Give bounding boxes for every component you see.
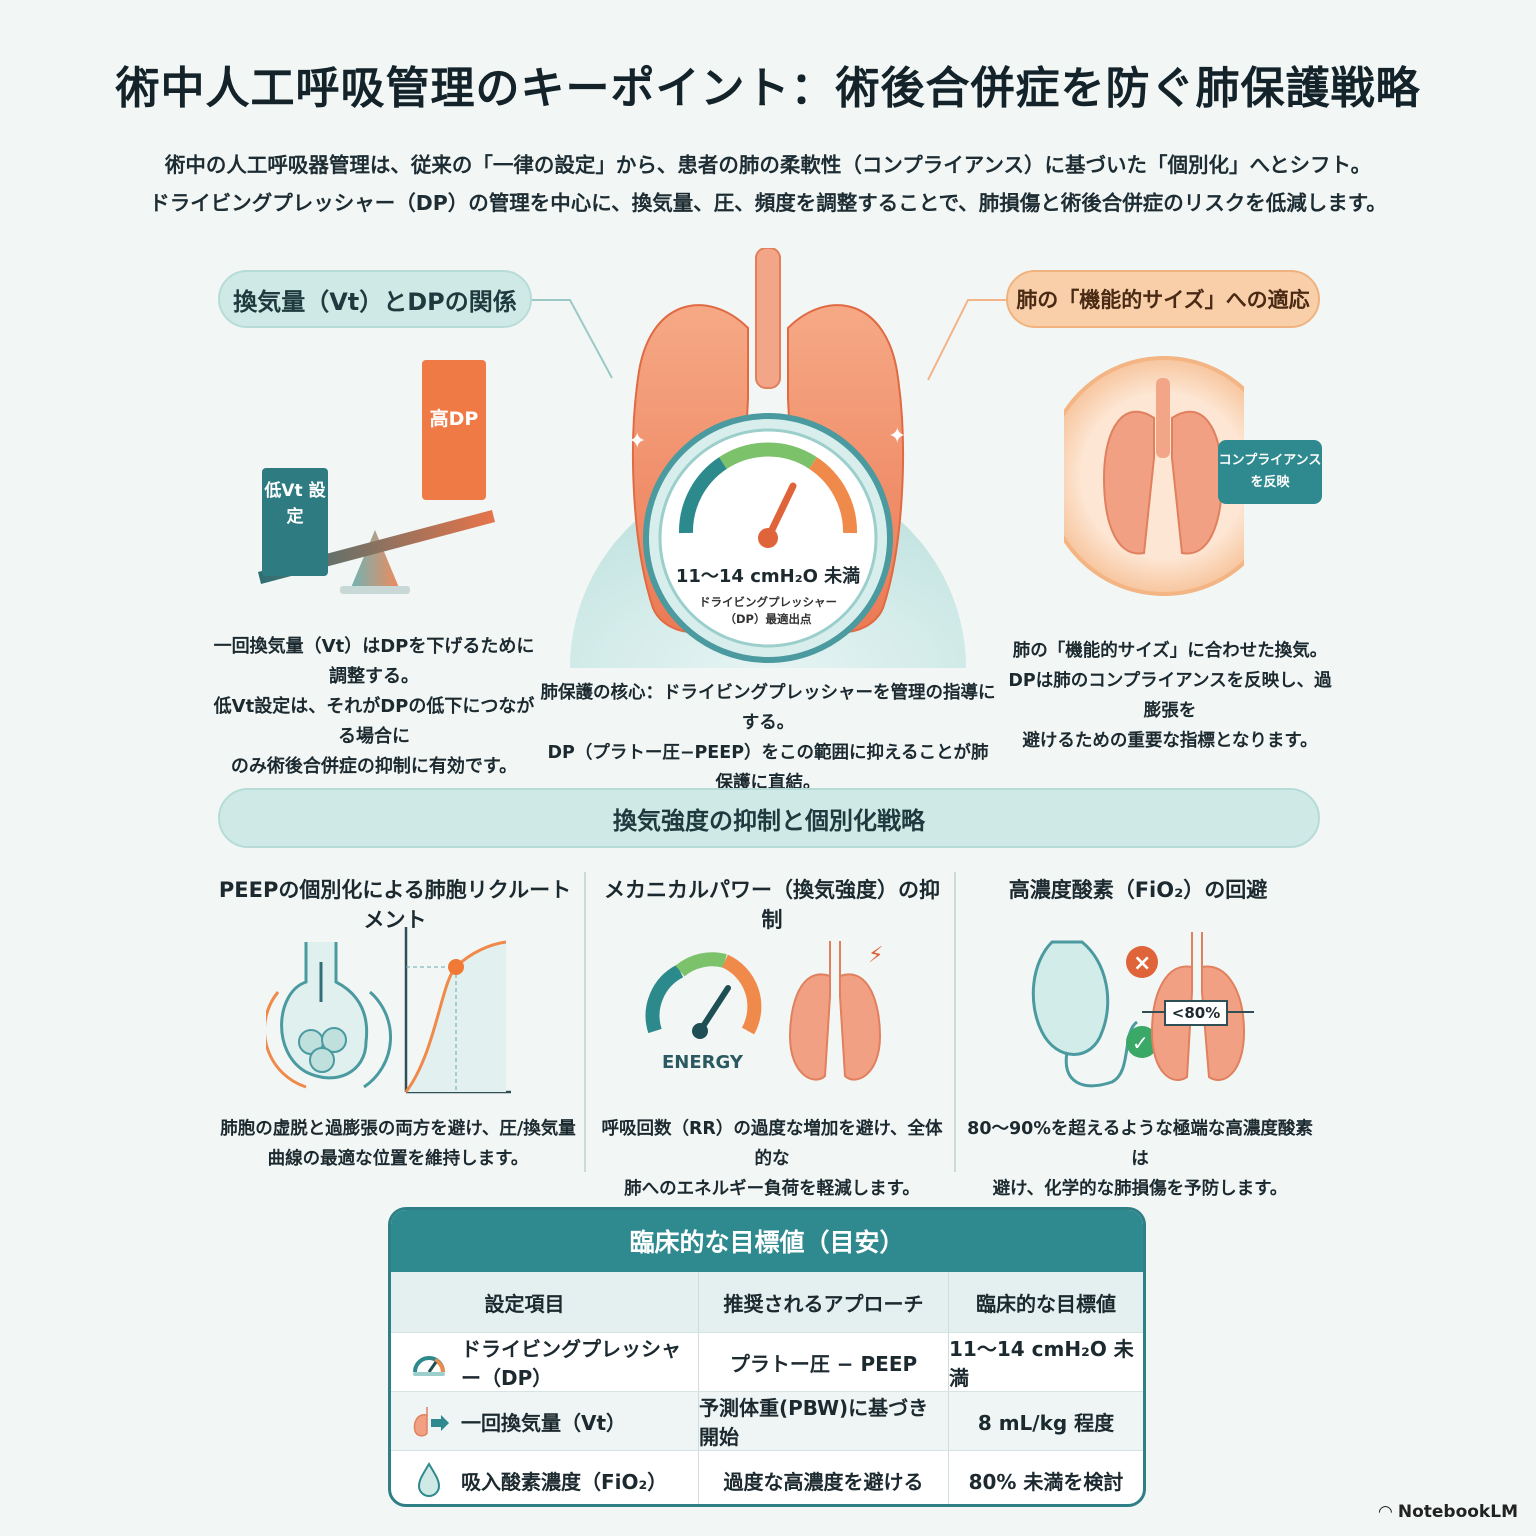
gauge-label-line: ドライビングプレッシャー [699, 595, 837, 609]
table-cell-item: 吸入酸素濃度（FiO₂） [461, 1469, 668, 1494]
connector-lines [530, 299, 1006, 381]
seesaw-high-label: 高DP [429, 408, 479, 430]
caption-vt-dp: 一回換気量（Vt）はDPを下げるために調整する。 低Vt設定は、それがDPの低下… [206, 632, 542, 782]
caption-line: 肺保護の核心：ドライビングプレッシャーを管理の指導にする。 [540, 683, 996, 733]
svg-text:⚡: ⚡ [868, 943, 883, 968]
heading-functional-size: 肺の「機能的サイズ」への適応 [1006, 270, 1320, 328]
heading-strategy: 換気強度の抑制と個別化戦略 [218, 788, 1320, 848]
clinical-targets-table: 臨床的な目標値（目安） 設定項目 推奨されるアプローチ 臨床的な目標値 ドライビ… [388, 1207, 1146, 1507]
intro-line: 術中の人工呼吸器管理は、従来の「一律の設定」から、患者の肺の柔軟性（コンプライア… [164, 153, 1372, 177]
brand-label: ◠ NotebookLM [1379, 1502, 1518, 1522]
table-row: 吸入酸素濃度（FiO₂） 過度な高濃度を避ける 80% 未満を検討 [391, 1450, 1143, 1504]
droplet-icon [417, 1462, 441, 1498]
heading-vt-dp: 換気量（Vt）とDPの関係 [218, 270, 532, 328]
strategy-title-fio2: 高濃度酸素（FiO₂）の回避 [1008, 878, 1268, 902]
small-lung-illustration [1064, 356, 1244, 596]
table-header: 設定項目 [391, 1272, 699, 1332]
caption-line: 肺へのエネルギー負荷を軽減します。 [624, 1179, 920, 1199]
table-cell-approach: 予測体重(PBW)に基づき開始 [699, 1392, 949, 1450]
svg-text:×: × [1133, 951, 1151, 976]
caption-line: DPは肺のコンプライアンスを反映し、過膨張を [1008, 671, 1332, 721]
table-row: 一回換気量（Vt） 予測体重(PBW)に基づき開始 8 mL/kg 程度 [391, 1391, 1143, 1450]
table-cell-target: 80% 未満を検討 [968, 1469, 1124, 1494]
caption-line: 80〜90%を超えるような極端な高濃度酸素は [967, 1119, 1313, 1169]
svg-text:✓: ✓ [1132, 1031, 1149, 1055]
caption-mechanical-power: 呼吸回数（RR）の過度な増加を避け、全体的な 肺へのエネルギー負荷を軽減します。 [596, 1114, 948, 1204]
caption-peep: 肺胞の虚脱と過膨張の両方を避け、圧/換気量 曲線の最適な位置を維持します。 [218, 1114, 578, 1174]
table-header-row: 設定項目 推奨されるアプローチ 臨床的な目標値 [391, 1272, 1143, 1332]
svg-text:✦: ✦ [888, 424, 906, 449]
caption-line: 避け、化学的な肺損傷を予防します。 [992, 1179, 1288, 1199]
energy-gauge-illustration: ⚡ [645, 941, 883, 1081]
gauge-value: 11〜14 cmH₂O 未満 [675, 566, 861, 587]
callout-line: コンプライアンス [1218, 453, 1322, 468]
intro-line: ドライビングプレッシャー（DP）の管理を中心に、換気量、圧、頻度を調整することで… [149, 191, 1387, 215]
caption-line: 避けるための重要な指標となります。 [1022, 731, 1318, 751]
table-cell-item: 一回換気量（Vt） [461, 1410, 627, 1435]
table-header: 臨床的な目標値 [976, 1291, 1116, 1316]
callout-line: を反映 [1250, 475, 1290, 490]
strategy-title-mechanical-power: メカニカルパワー（換気強度）の抑制 [604, 878, 940, 932]
caption-line: 低Vt設定は、それがDPの低下につながる場合に [213, 696, 535, 747]
intro-text: 術中の人工呼吸器管理は、従来の「一律の設定」から、患者の肺の柔軟性（コンプライア… [140, 146, 1396, 222]
table-cell-item: ドライビングプレッシャー（DP） [461, 1337, 681, 1390]
seesaw-illustration [258, 360, 495, 594]
compliance-callout: コンプライアンス を反映 [1218, 440, 1322, 504]
column-divider [954, 872, 956, 1172]
svg-text:✦: ✦ [628, 429, 646, 454]
brand-text: NotebookLM [1397, 1502, 1518, 1522]
caption-line: のみ術後合併症の抑制に有効です。 [230, 756, 518, 777]
caption-functional-size: 肺の「機能的サイズ」に合わせた換気。 DPは肺のコンプライアンスを反映し、過膨張… [1000, 636, 1340, 756]
gauge-icon [413, 1356, 445, 1376]
high-dp-block [422, 360, 486, 500]
table-cell-approach: プラトー圧 − PEEP [699, 1333, 949, 1391]
table-cell-target: 11〜14 cmH₂O 未満 [949, 1337, 1134, 1390]
gauge-label-line: （DP）最適出点 [724, 612, 812, 626]
caption-line: 呼吸回数（RR）の過度な増加を避け、全体的な [601, 1119, 943, 1169]
fio2-threshold-badge: <80% [1164, 1000, 1228, 1026]
page-title: 術中人工呼吸管理のキーポイント：術後合併症を防ぐ肺保護戦略 [115, 63, 1421, 114]
caption-line: 曲線の最適な位置を維持します。 [267, 1149, 529, 1169]
table-row: ドライビングプレッシャー（DP） プラトー圧 − PEEP 11〜14 cmH₂… [391, 1332, 1143, 1391]
caption-line: 肺の「機能的サイズ」に合わせた換気。 [1012, 641, 1328, 661]
energy-label: ENERGY [662, 1052, 743, 1073]
table-cell-approach: 過度な高濃度を避ける [699, 1451, 949, 1504]
caption-fio2: 80〜90%を超えるような極端な高濃度酸素は 避け、化学的な肺損傷を予防します。 [966, 1114, 1314, 1204]
seesaw-low-label: 低Vt 設定 [264, 481, 326, 527]
lung-arrow-icon [413, 1407, 449, 1437]
caption-core: 肺保護の核心：ドライビングプレッシャーを管理の指導にする。 DP（プラトー圧−P… [540, 678, 996, 798]
lung-gauge-illustration: ✦ ✦ [570, 248, 966, 668]
alveoli-pv-curve-illustration [266, 927, 511, 1094]
caption-line: 肺胞の虚脱と過膨張の両方を避け、圧/換気量 [220, 1119, 576, 1139]
column-divider [584, 872, 586, 1172]
table-header: 推奨されるアプローチ [699, 1272, 949, 1332]
gauge-label: ドライビングプレッシャー （DP）最適出点 [658, 594, 878, 628]
table-cell-target: 8 mL/kg 程度 [977, 1410, 1115, 1435]
low-vt-block [262, 468, 328, 576]
strategy-title-peep: PEEPの個別化による肺胞リクルートメント [218, 878, 572, 932]
table-title: 臨床的な目標値（目安） [391, 1210, 1143, 1272]
caption-line: 一回換気量（Vt）はDPを下げるために調整する。 [213, 636, 535, 687]
notebook-icon: ◠ [1378, 1502, 1398, 1522]
